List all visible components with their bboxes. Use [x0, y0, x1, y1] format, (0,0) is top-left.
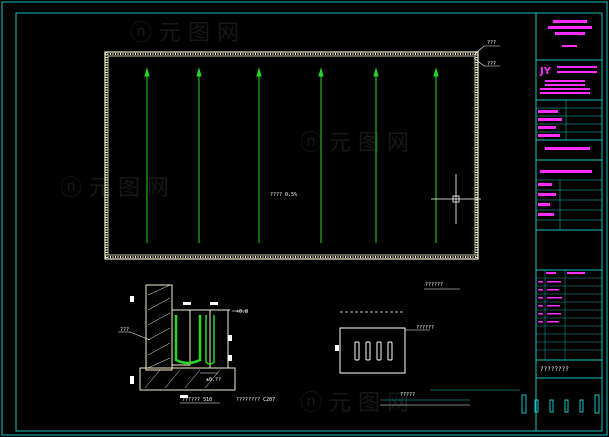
svg-text:ⓝ 元 图 网: ⓝ 元 图 网	[300, 131, 409, 156]
section-label: ???	[120, 327, 129, 333]
elev-top: +0.8	[236, 309, 248, 315]
svg-text:ⓝ 元 图 网: ⓝ 元 图 网	[130, 21, 239, 46]
trench-section: +0.8 ±0.?? ??? ?????? 510 ???????? C207	[118, 284, 275, 404]
svg-text:ⓝ 元 图 网: ⓝ 元 图 网	[300, 391, 409, 416]
grate-title: ??????	[425, 282, 443, 288]
elev-bottom: ±0.??	[206, 377, 221, 383]
drain-channel	[174, 315, 202, 365]
section-caption: ?????? 510	[182, 397, 212, 403]
note-2: ???	[487, 61, 496, 67]
standard-ref: ???????? C207	[236, 397, 275, 403]
svg-text:ⓝ 元 图 网: ⓝ 元 图 网	[60, 176, 169, 201]
slope-arrows	[144, 67, 439, 243]
site-plan: ???? 0.5% ??? ???	[104, 40, 500, 260]
title-block: JY	[535, 13, 602, 431]
drawing-number: ????????	[540, 366, 569, 373]
logo: JY	[539, 66, 552, 77]
grate-label: ??????	[416, 325, 434, 331]
note-1: ???	[487, 40, 496, 46]
cad-crosshair	[431, 174, 481, 224]
bottom-detail: ?????	[380, 389, 600, 414]
inner-frame	[15, 12, 603, 432]
plan-area-label: ???? 0.5%	[270, 192, 297, 198]
watermark: ⓝ 元 图 网 ⓝ 元 图 网 ⓝ 元 图 网 ⓝ 元 图 网	[60, 21, 409, 416]
grate-detail: ?????? ??????	[335, 282, 460, 374]
small-label: ?????	[400, 392, 415, 398]
